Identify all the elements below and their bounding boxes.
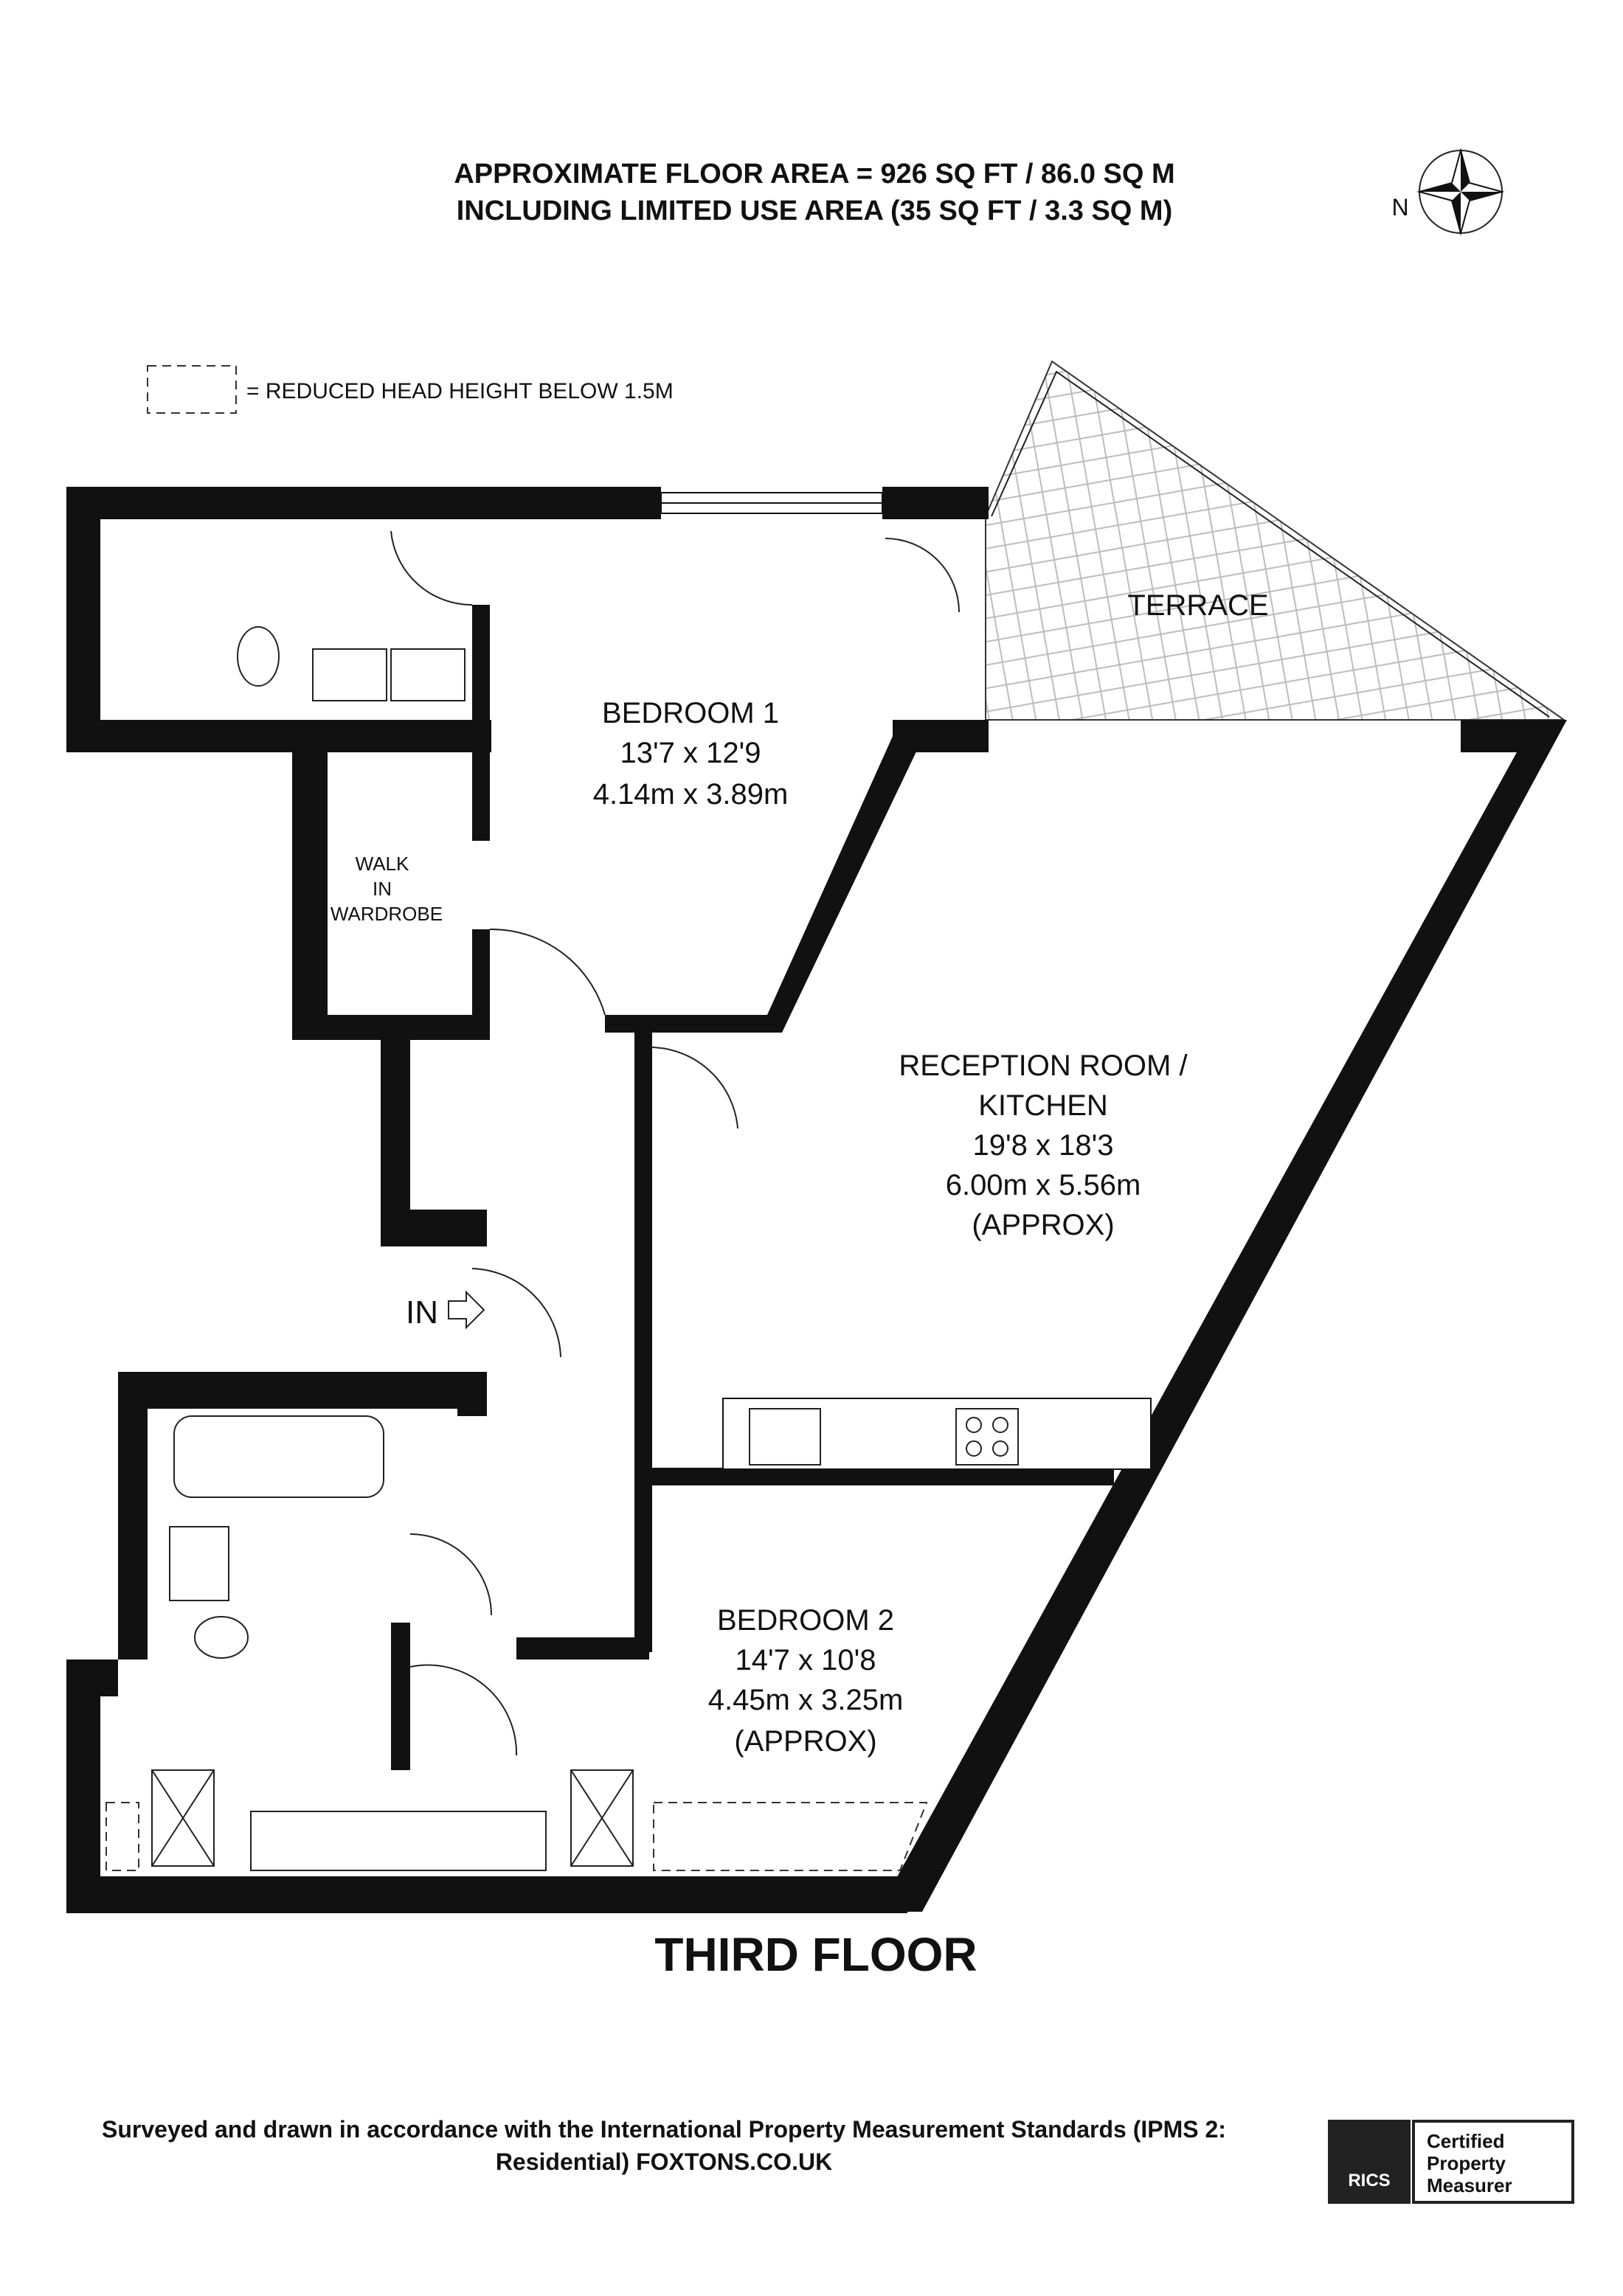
footer-line1: Surveyed and drawn in accordance with th… bbox=[102, 2116, 1226, 2143]
footer-line2: Residential) FOXTONS.CO.UK bbox=[496, 2148, 832, 2175]
floor-title: THIRD FLOOR bbox=[654, 1928, 977, 1981]
badge-line3: Measurer bbox=[1427, 2174, 1512, 2196]
badge-line1: Certified bbox=[1427, 2130, 1504, 2152]
reduced-height-legend-icon bbox=[147, 365, 237, 414]
doors[interactable] bbox=[390, 530, 960, 1756]
reception-note: (APPROX) bbox=[972, 1209, 1114, 1241]
rics-logo-text: RICS bbox=[1348, 2171, 1390, 2191]
entrance-label: IN bbox=[406, 1294, 438, 1331]
bedroom2-metric: 4.45m x 3.25m bbox=[708, 1684, 904, 1716]
reception-line2: KITCHEN bbox=[978, 1089, 1108, 1122]
reception-imperial: 19'8 x 18'3 bbox=[973, 1129, 1114, 1162]
walls bbox=[66, 487, 1567, 1913]
reception-line1: RECEPTION ROOM / bbox=[899, 1050, 1188, 1082]
badge-line2: Property bbox=[1427, 2152, 1506, 2174]
bedroom1-name: BEDROOM 1 bbox=[602, 697, 779, 729]
fixtures bbox=[105, 626, 1019, 1871]
bedroom1-metric: 4.14m x 3.89m bbox=[593, 778, 789, 811]
wardrobe-line2: IN bbox=[373, 878, 392, 900]
bedroom2-name: BEDROOM 2 bbox=[717, 1604, 894, 1637]
wardrobe-line3: WARDROBE bbox=[331, 903, 443, 925]
compass-icon bbox=[1416, 148, 1505, 236]
reception-metric: 6.00m x 5.56m bbox=[946, 1169, 1141, 1201]
terrace-label: TERRACE bbox=[1127, 589, 1268, 622]
bedroom1-imperial: 13'7 x 12'9 bbox=[620, 737, 761, 769]
bedroom2-note: (APPROX) bbox=[734, 1725, 876, 1758]
entrance-arrow-icon bbox=[448, 1290, 485, 1330]
legend-text: = REDUCED HEAD HEIGHT BELOW 1.5M bbox=[246, 379, 674, 403]
limited-use-text: INCLUDING LIMITED USE AREA (35 SQ FT / 3… bbox=[457, 195, 1172, 226]
rics-badge: RICS Certified Property Measurer bbox=[1328, 2120, 1574, 2204]
bedroom2-imperial: 14'7 x 10'8 bbox=[736, 1644, 876, 1676]
wardrobe-line1: WALK bbox=[356, 853, 409, 875]
floor-area-text: APPROXIMATE FLOOR AREA = 926 SQ FT / 86.… bbox=[454, 159, 1174, 190]
north-label: N bbox=[1391, 194, 1408, 221]
